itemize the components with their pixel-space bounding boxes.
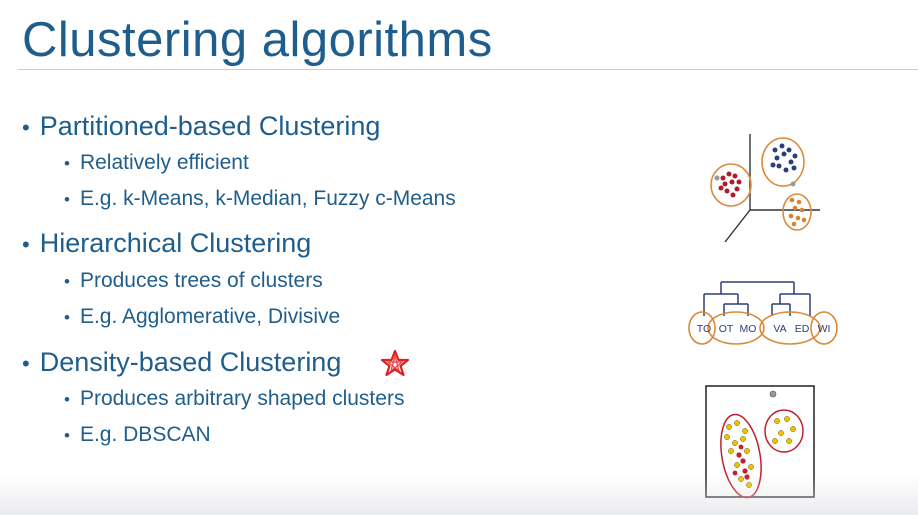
cluster-points-yellow [724,416,796,488]
partition-cluster-figure [710,134,820,243]
leaf-label: TO [697,323,711,335]
cluster-blue [770,143,798,173]
bullet-dot: • [64,308,70,327]
bullet-dot: • [64,190,70,209]
bullet-text: Partitioned-based Clustering [39,111,381,141]
leaf-label: OT [719,323,734,335]
outlier-point [790,181,796,187]
sub-bullet: • E.g. k-Means, k-Median, Fuzzy c-Means [64,186,456,213]
bullet-dot: • [22,351,30,376]
cluster-circle [782,193,812,231]
sub-bullet-text: E.g. Agglomerative, Divisive [79,305,341,328]
bottom-shade [0,475,918,515]
bullet-density: • Density-based Clustering [22,346,341,380]
sub-bullet-text: E.g. k-Means, k-Median, Fuzzy c-Means [79,187,456,210]
outlier-point [714,175,720,181]
sub-bullet: • Produces arbitrary shaped clusters [64,386,404,413]
title-divider [18,69,918,70]
cluster-circle [710,163,752,207]
bullet-partitioned: • Partitioned-based Clustering [22,110,380,144]
axis-line [724,209,751,243]
sub-bullet-text: E.g. DBSCAN [79,423,211,446]
leaf-label: MO [740,323,757,335]
sub-bullet: • E.g. DBSCAN [64,422,211,449]
leaf-label: ED [795,323,810,335]
leaf-label: WI [818,323,831,335]
dendrogram-figure: TO OT MO VA ED WI [688,281,838,345]
bullet-dot: • [22,232,30,257]
sub-bullet: • Relatively efficient [64,150,249,177]
star-icon [380,349,410,377]
sub-bullet: • Produces trees of clusters [64,268,323,295]
leaf-circles [688,311,838,345]
slide-title: Clustering algorithms [22,13,493,67]
noise-point [769,390,777,398]
bullet-text: Hierarchical Clustering [39,228,312,258]
bullet-dot: • [64,390,70,409]
dendrogram-branches [703,281,811,316]
bullet-dot: • [64,272,70,291]
cluster-outline [764,409,804,453]
sub-bullet-text: Produces arbitrary shaped clusters [79,387,405,410]
leaf-label: VA [773,323,786,335]
bullet-dot: • [64,154,70,173]
bullet-hierarchical: • Hierarchical Clustering [22,227,311,261]
cluster-circle [761,137,805,187]
sub-bullet-text: Relatively efficient [79,151,249,174]
bullet-dot: • [22,115,30,140]
sub-bullet: • E.g. Agglomerative, Divisive [64,304,340,331]
sub-bullet-text: Produces trees of clusters [79,269,323,292]
bullet-dot: • [64,426,70,445]
cluster-orange [788,197,807,227]
bullet-text: Density-based Clustering [39,347,342,377]
cluster-red [718,171,742,198]
